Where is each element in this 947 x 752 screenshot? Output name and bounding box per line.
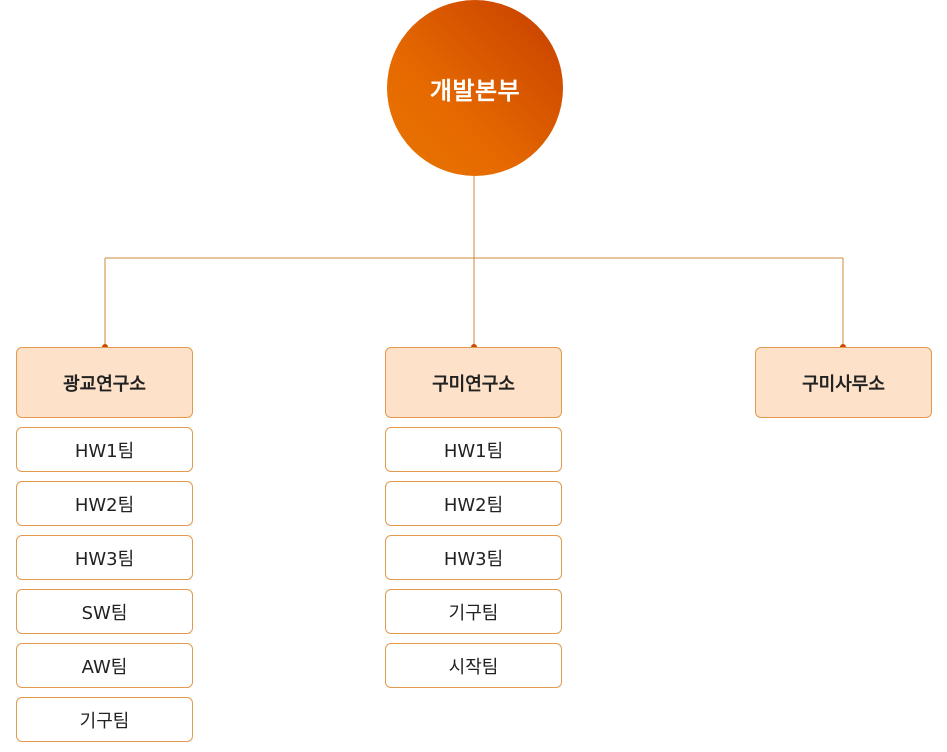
branch-head: 광교연구소 (16, 347, 193, 418)
team-item: HW1팀 (16, 427, 193, 472)
team-item: HW2팀 (385, 481, 562, 526)
branch-gumi-lab: 구미연구소 HW1팀 HW2팀 HW3팀 기구팀 시작팀 (385, 347, 562, 688)
root-node: 개발본부 (387, 0, 563, 176)
team-list: HW1팀 HW2팀 HW3팀 기구팀 시작팀 (385, 427, 562, 688)
team-list: HW1팀 HW2팀 HW3팀 SW팀 AW팀 기구팀 (16, 427, 193, 742)
branch-label: 구미사무소 (802, 373, 885, 395)
branch-label: 구미연구소 (432, 373, 515, 395)
team-item: HW1팀 (385, 427, 562, 472)
branch-head: 구미연구소 (385, 347, 562, 418)
root-label: 개발본부 (429, 76, 521, 105)
branch-head: 구미사무소 (755, 347, 932, 418)
branch-gumi-office: 구미사무소 (755, 347, 932, 418)
team-item: HW2팀 (16, 481, 193, 526)
branch-gwanggyo: 광교연구소 HW1팀 HW2팀 HW3팀 SW팀 AW팀 기구팀 (16, 347, 193, 742)
team-item: 시작팀 (385, 643, 562, 688)
team-item: HW3팀 (16, 535, 193, 580)
team-item: HW3팀 (385, 535, 562, 580)
team-item: SW팀 (16, 589, 193, 634)
team-item: 기구팀 (16, 697, 193, 742)
branch-label: 광교연구소 (63, 373, 146, 395)
team-item: 기구팀 (385, 589, 562, 634)
team-item: AW팀 (16, 643, 193, 688)
